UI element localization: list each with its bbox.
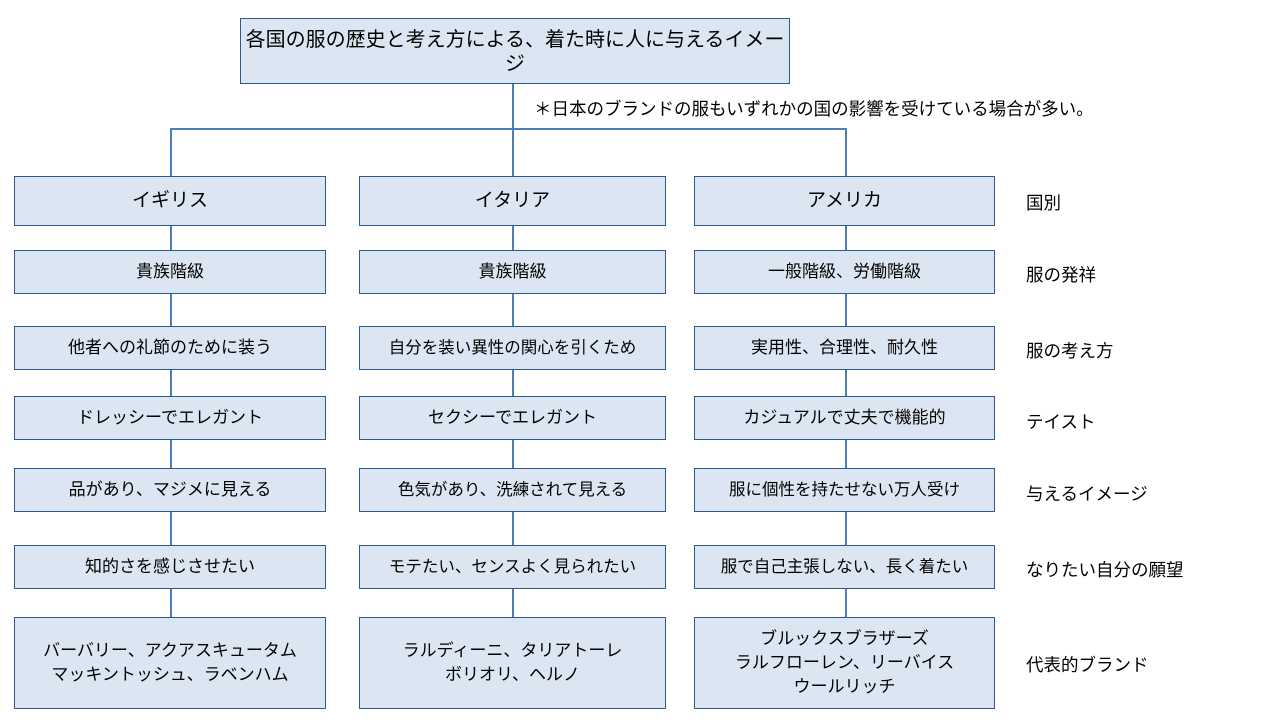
cell-uk-impression: 品があり、マジメに見える — [14, 468, 326, 512]
cell-uk-philosophy: 他者への礼節のために装う — [14, 326, 326, 370]
country-header-america-label: アメリカ — [806, 189, 883, 212]
cell-italy-taste-text: セクシーでエレガント — [428, 407, 597, 428]
row-label-philosophy: 服の考え方 — [1026, 342, 1114, 362]
connector-america-3-4 — [845, 440, 847, 468]
cell-italy-origin: 貴族階級 — [359, 250, 666, 294]
cell-america-taste-text: カジュアルで丈夫で機能的 — [743, 407, 946, 428]
cell-italy-brands: ラルディーニ、タリアトーレ ボリオリ、ヘルノ — [359, 617, 666, 709]
connector-drop-america — [845, 128, 847, 176]
connector-drop-uk — [170, 128, 172, 176]
cell-italy-desire: モテたい、センスよく見られたい — [359, 545, 666, 589]
row-label-desire: なりたい自分の願望 — [1026, 561, 1184, 581]
cell-uk-philosophy-text: 他者への礼節のために装う — [68, 337, 272, 358]
connector-distribution-bar — [170, 128, 846, 130]
cell-italy-impression-text: 色気があり、洗練されて見える — [397, 479, 628, 499]
cell-uk-desire-text: 知的さを感じさせたい — [85, 556, 255, 577]
connector-america-0-1 — [845, 226, 847, 250]
connector-drop-italy — [512, 128, 514, 176]
connector-italy-0-1 — [512, 226, 514, 250]
cell-uk-origin: 貴族階級 — [14, 250, 326, 294]
country-header-italy-label: イタリア — [474, 189, 551, 212]
cell-uk-taste: ドレッシーでエレガント — [14, 396, 326, 440]
cell-america-brands: ブルックスブラザーズ ラルフローレン、リーバイス ウールリッチ — [694, 617, 995, 709]
row-label-origin: 服の発祥 — [1026, 266, 1096, 286]
connector-italy-4-5 — [512, 512, 514, 545]
connector-uk-1-2 — [170, 294, 172, 326]
cell-italy-brands-text: ラルディーニ、タリアトーレ ボリオリ、ヘルノ — [402, 640, 623, 685]
row-label-brands: 代表的ブランド — [1026, 656, 1149, 676]
cell-america-origin-text: 一般階級、労働階級 — [768, 261, 921, 282]
country-header-america: アメリカ — [694, 176, 995, 226]
connector-america-2-3 — [845, 370, 847, 396]
connector-uk-3-4 — [170, 440, 172, 468]
country-header-italy: イタリア — [359, 176, 666, 226]
country-header-uk: イギリス — [14, 176, 326, 226]
cell-america-desire: 服で自己主張しない、長く着たい — [694, 545, 995, 589]
connector-america-1-2 — [845, 294, 847, 326]
connector-italy-2-3 — [512, 370, 514, 396]
cell-america-taste: カジュアルで丈夫で機能的 — [694, 396, 995, 440]
connector-italy-5-6 — [512, 589, 514, 617]
connector-america-5-6 — [845, 589, 847, 617]
connector-uk-2-3 — [170, 370, 172, 396]
cell-america-impression-text: 服に個性を持たせない万人受け — [729, 479, 960, 499]
cell-uk-impression-text: 品があり、マジメに見える — [68, 479, 272, 500]
connector-uk-5-6 — [170, 589, 172, 617]
cell-america-philosophy-text: 実用性、合理性、耐久性 — [751, 337, 938, 358]
connector-uk-0-1 — [170, 226, 172, 250]
diagram-note: ＊日本のブランドの服もいずれかの国の影響を受けている場合が多い。 — [534, 100, 1094, 120]
row-label-taste: テイスト — [1026, 413, 1096, 433]
cell-uk-taste-text: ドレッシーでエレガント — [77, 407, 263, 428]
cell-italy-philosophy-text: 自分を装い異性の関心を引くため — [388, 337, 637, 357]
connector-uk-4-5 — [170, 512, 172, 545]
cell-italy-impression: 色気があり、洗練されて見える — [359, 468, 666, 512]
cell-america-brands-text: ブルックスブラザーズ ラルフローレン、リーバイス ウールリッチ — [734, 628, 955, 698]
cell-italy-desire-text: モテたい、センスよく見られたい — [388, 556, 637, 576]
cell-italy-taste: セクシーでエレガント — [359, 396, 666, 440]
row-label-country: 国別 — [1026, 194, 1061, 214]
cell-italy-philosophy: 自分を装い異性の関心を引くため — [359, 326, 666, 370]
row-label-impression: 与えるイメージ — [1026, 485, 1148, 505]
diagram-title-box: 各国の服の歴史と考え方による、着た時に人に与えるイメージ — [240, 18, 790, 84]
cell-uk-desire: 知的さを感じさせたい — [14, 545, 326, 589]
cell-italy-origin-text: 貴族階級 — [478, 261, 547, 282]
cell-america-philosophy: 実用性、合理性、耐久性 — [694, 326, 995, 370]
cell-uk-brands: バーバリー、アクアスキュータム マッキントッシュ、ラベンハム — [14, 617, 326, 709]
connector-title-stem — [512, 84, 514, 129]
cell-america-origin: 一般階級、労働階級 — [694, 250, 995, 294]
cell-america-impression: 服に個性を持たせない万人受け — [694, 468, 995, 512]
connector-italy-1-2 — [512, 294, 514, 326]
cell-uk-brands-text: バーバリー、アクアスキュータム マッキントッシュ、ラベンハム — [43, 640, 297, 685]
cell-uk-origin-text: 貴族階級 — [136, 261, 204, 282]
cell-america-desire-text: 服で自己主張しない、長く着たい — [720, 556, 969, 576]
connector-italy-3-4 — [512, 440, 514, 468]
country-header-uk-label: イギリス — [131, 189, 208, 212]
diagram-title-text: 各国の服の歴史と考え方による、着た時に人に与えるイメージ — [245, 26, 785, 75]
connector-america-4-5 — [845, 512, 847, 545]
